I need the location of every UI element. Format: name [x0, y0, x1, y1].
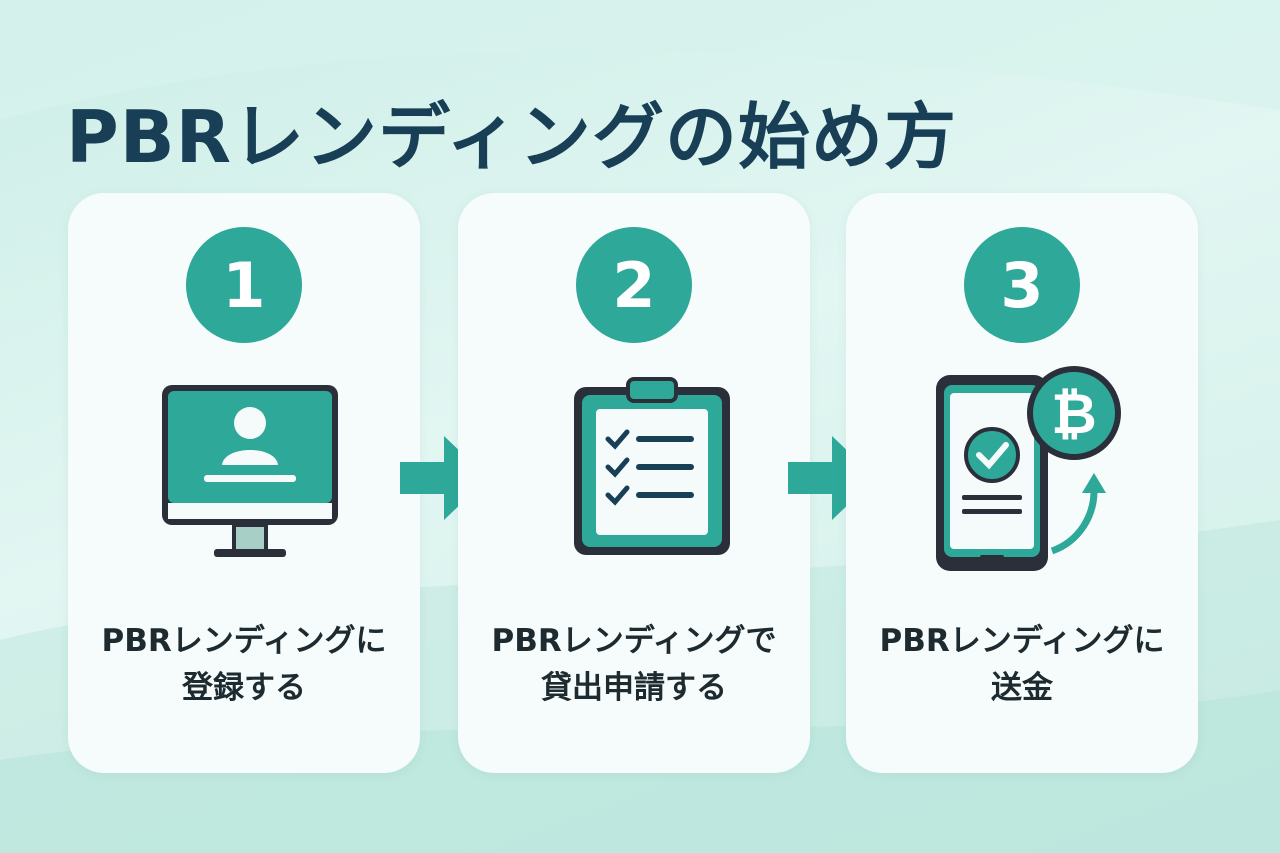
step-label-line1: PBRレンディングに: [879, 623, 1165, 659]
step-label-line1: PBRレンディングで: [491, 623, 777, 659]
step-label: PBRレンディングで 貸出申請する: [458, 618, 810, 711]
monitor-user-icon: [134, 365, 354, 573]
step-label-line2: 貸出申請する: [541, 669, 727, 706]
step-label: PBRレンディングに 登録する: [68, 618, 420, 711]
step-number-badge: 1: [186, 227, 302, 343]
step-card-2: 2 PBRレンディングで 貸出申請する: [458, 193, 810, 773]
step-label: PBRレンディングに 送金: [846, 618, 1198, 711]
step-card-3: 3 ₿ PBRレンディングに 送金: [846, 193, 1198, 773]
step-label-line2: 送金: [991, 669, 1053, 706]
step-label-line1: PBRレンディングに: [101, 623, 387, 659]
clipboard-checklist-icon: [524, 365, 744, 573]
svg-text:₿: ₿: [1051, 382, 1097, 447]
page-title: PBRレンディングの始め方: [66, 95, 958, 179]
step-number-badge: 3: [964, 227, 1080, 343]
step-label-line2: 登録する: [182, 669, 306, 706]
step-number-badge: 2: [576, 227, 692, 343]
smartphone-bitcoin-icon: ₿: [912, 365, 1132, 573]
step-card-1: 1 PBRレンディングに 登録する: [68, 193, 420, 773]
